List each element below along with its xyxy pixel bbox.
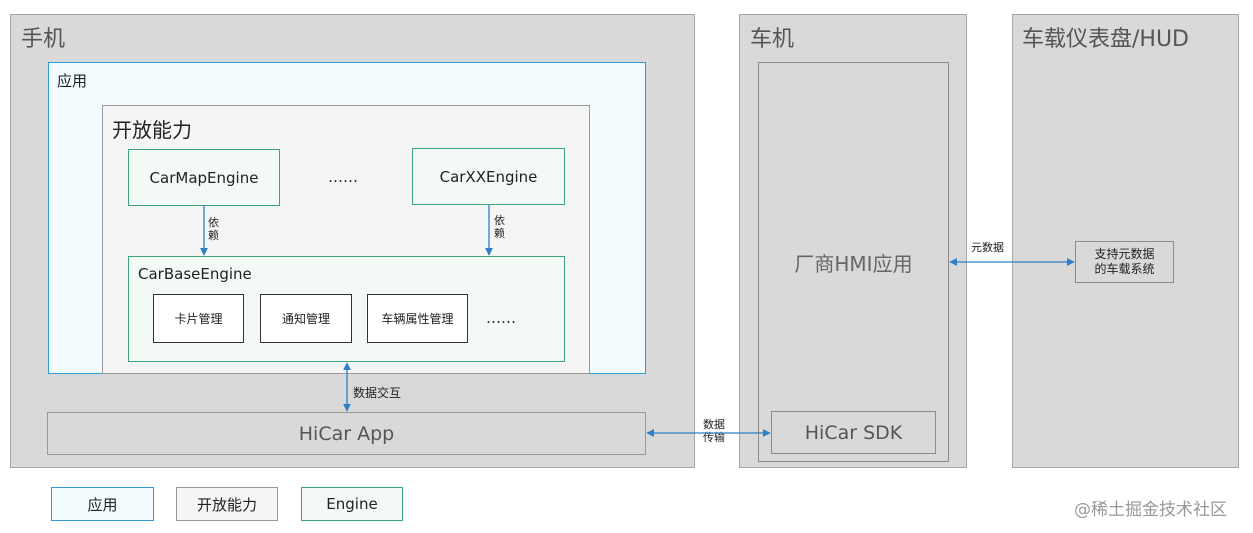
hicar-app: HiCar App — [47, 412, 646, 455]
engines-ellipsis: …… — [328, 168, 358, 186]
car-xx-engine: CarXXEngine — [412, 148, 565, 205]
vendor-hmi-box: 厂商HMI应用 — [758, 62, 949, 462]
dashboard-hud-title: 车载仪表盘/HUD — [1022, 27, 1189, 52]
data-exchange-label: 数据交互 — [353, 386, 402, 400]
notification-management: 通知管理 — [260, 294, 352, 343]
car-base-engine-label: CarBaseEngine — [138, 265, 252, 283]
hicar-sdk: HiCar SDK — [771, 411, 936, 454]
app-box-label: 应用 — [57, 72, 88, 90]
data-transfer-label: 数据 传输 — [703, 418, 725, 444]
metadata-label: 元数据 — [971, 241, 1004, 254]
legend-app: 应用 — [51, 487, 154, 521]
metadata-vehicle-system: 支持元数据 的车载系统 — [1075, 241, 1174, 283]
vehicle-property-management: 车辆属性管理 — [367, 294, 468, 343]
legend-open-capability: 开放能力 — [176, 487, 278, 521]
car-map-engine: CarMapEngine — [128, 149, 280, 206]
car-title: 车机 — [750, 27, 795, 52]
watermark: @稀土掘金技术社区 — [1074, 500, 1227, 520]
depend-label-left: 依 赖 — [208, 216, 219, 242]
depend-label-right: 依 赖 — [494, 214, 505, 240]
card-management: 卡片管理 — [153, 294, 244, 343]
base-items-ellipsis: …… — [486, 309, 516, 327]
open-capability-label: 开放能力 — [112, 118, 192, 142]
phone-title: 手机 — [21, 27, 66, 52]
vendor-hmi-label: 厂商HMI应用 — [794, 252, 913, 276]
legend-engine: Engine — [301, 487, 403, 521]
